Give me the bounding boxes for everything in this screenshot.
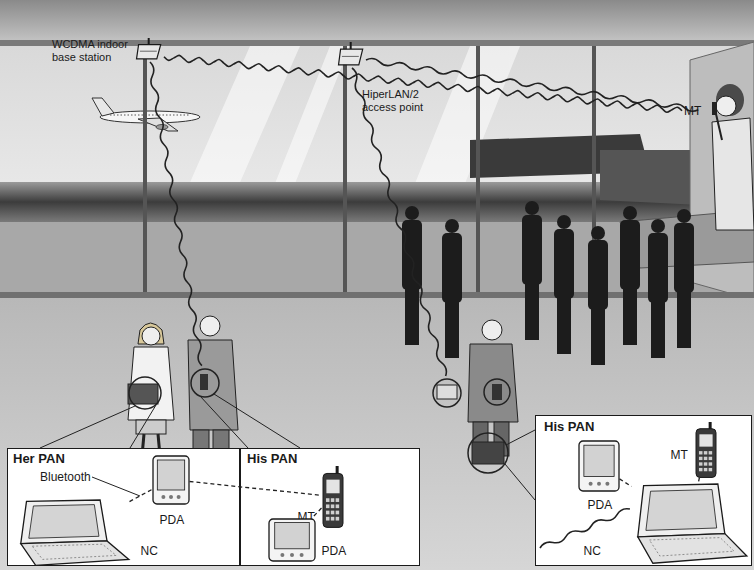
inset-title: His PAN xyxy=(247,451,297,466)
bluetooth-link xyxy=(620,479,632,487)
device-label: NC xyxy=(141,544,158,558)
pda-device: PDA xyxy=(578,440,620,492)
device-label: MT xyxy=(671,448,688,462)
station-label: WCDMA indoor base station xyxy=(52,38,134,64)
airplane xyxy=(92,98,200,131)
woman-calling xyxy=(712,84,754,230)
window-sky xyxy=(0,46,754,296)
pan-inset: Her PAN PDA NC xyxy=(7,448,240,566)
light-streaks xyxy=(140,46,520,296)
notebook-computer: NC xyxy=(632,484,748,564)
counter xyxy=(620,210,754,268)
gate xyxy=(600,150,700,205)
bluetooth-link xyxy=(698,478,699,484)
device-label: NC xyxy=(584,544,601,558)
man-figure xyxy=(188,316,238,456)
notebook-computer-icon xyxy=(15,500,130,566)
man-with-laptop xyxy=(437,320,518,464)
bluetooth-link xyxy=(130,490,152,502)
wall xyxy=(690,42,754,300)
horizon xyxy=(0,182,754,222)
mobile-terminal-icon xyxy=(695,422,717,478)
station-label: HiperLAN/2 access point xyxy=(362,88,438,114)
pan-inset: His PANMTPDA xyxy=(240,448,420,566)
mobile-terminal-icon xyxy=(322,466,344,528)
leader-line xyxy=(92,477,140,496)
access-point: HiperLAN/2 access point xyxy=(338,42,430,116)
pda-device-icon xyxy=(268,518,316,562)
jet-bridge xyxy=(470,134,650,178)
terminal-label: MT xyxy=(682,104,706,120)
radio-waves xyxy=(148,58,699,377)
mobile-terminal: MT xyxy=(695,422,717,478)
pda-device: PDA xyxy=(268,518,316,562)
device-label: MT xyxy=(684,104,701,118)
mobile-terminal: MT xyxy=(322,466,344,528)
pan-inset: His PAN PDA MT NC xyxy=(535,415,752,566)
window-mullions xyxy=(143,46,596,296)
notebook-computer-icon xyxy=(632,484,748,564)
floor xyxy=(0,298,754,570)
inset-title: His PAN xyxy=(544,419,594,434)
crowd-silhouettes xyxy=(402,201,694,365)
device-label: PDA xyxy=(588,498,613,512)
pda-device-icon xyxy=(152,455,190,505)
ceiling xyxy=(0,0,754,42)
device-label: PDA xyxy=(322,544,347,558)
access-point-icon xyxy=(338,42,364,66)
notebook-computer: NC xyxy=(15,500,130,566)
bluetooth-link xyxy=(312,508,321,517)
radio-wave xyxy=(539,507,631,551)
window-sill xyxy=(0,292,754,298)
woman-figure xyxy=(128,323,174,456)
pda-device-icon xyxy=(578,440,620,492)
base-station-icon xyxy=(136,38,162,60)
bluetooth-link xyxy=(190,481,322,495)
inset-title: Her PAN xyxy=(13,451,65,466)
apron xyxy=(0,222,754,294)
radio-link xyxy=(164,55,682,112)
base-station: WCDMA indoor base station xyxy=(52,36,164,66)
pda-device: PDA xyxy=(152,455,190,505)
device-label: PDA xyxy=(160,513,185,527)
